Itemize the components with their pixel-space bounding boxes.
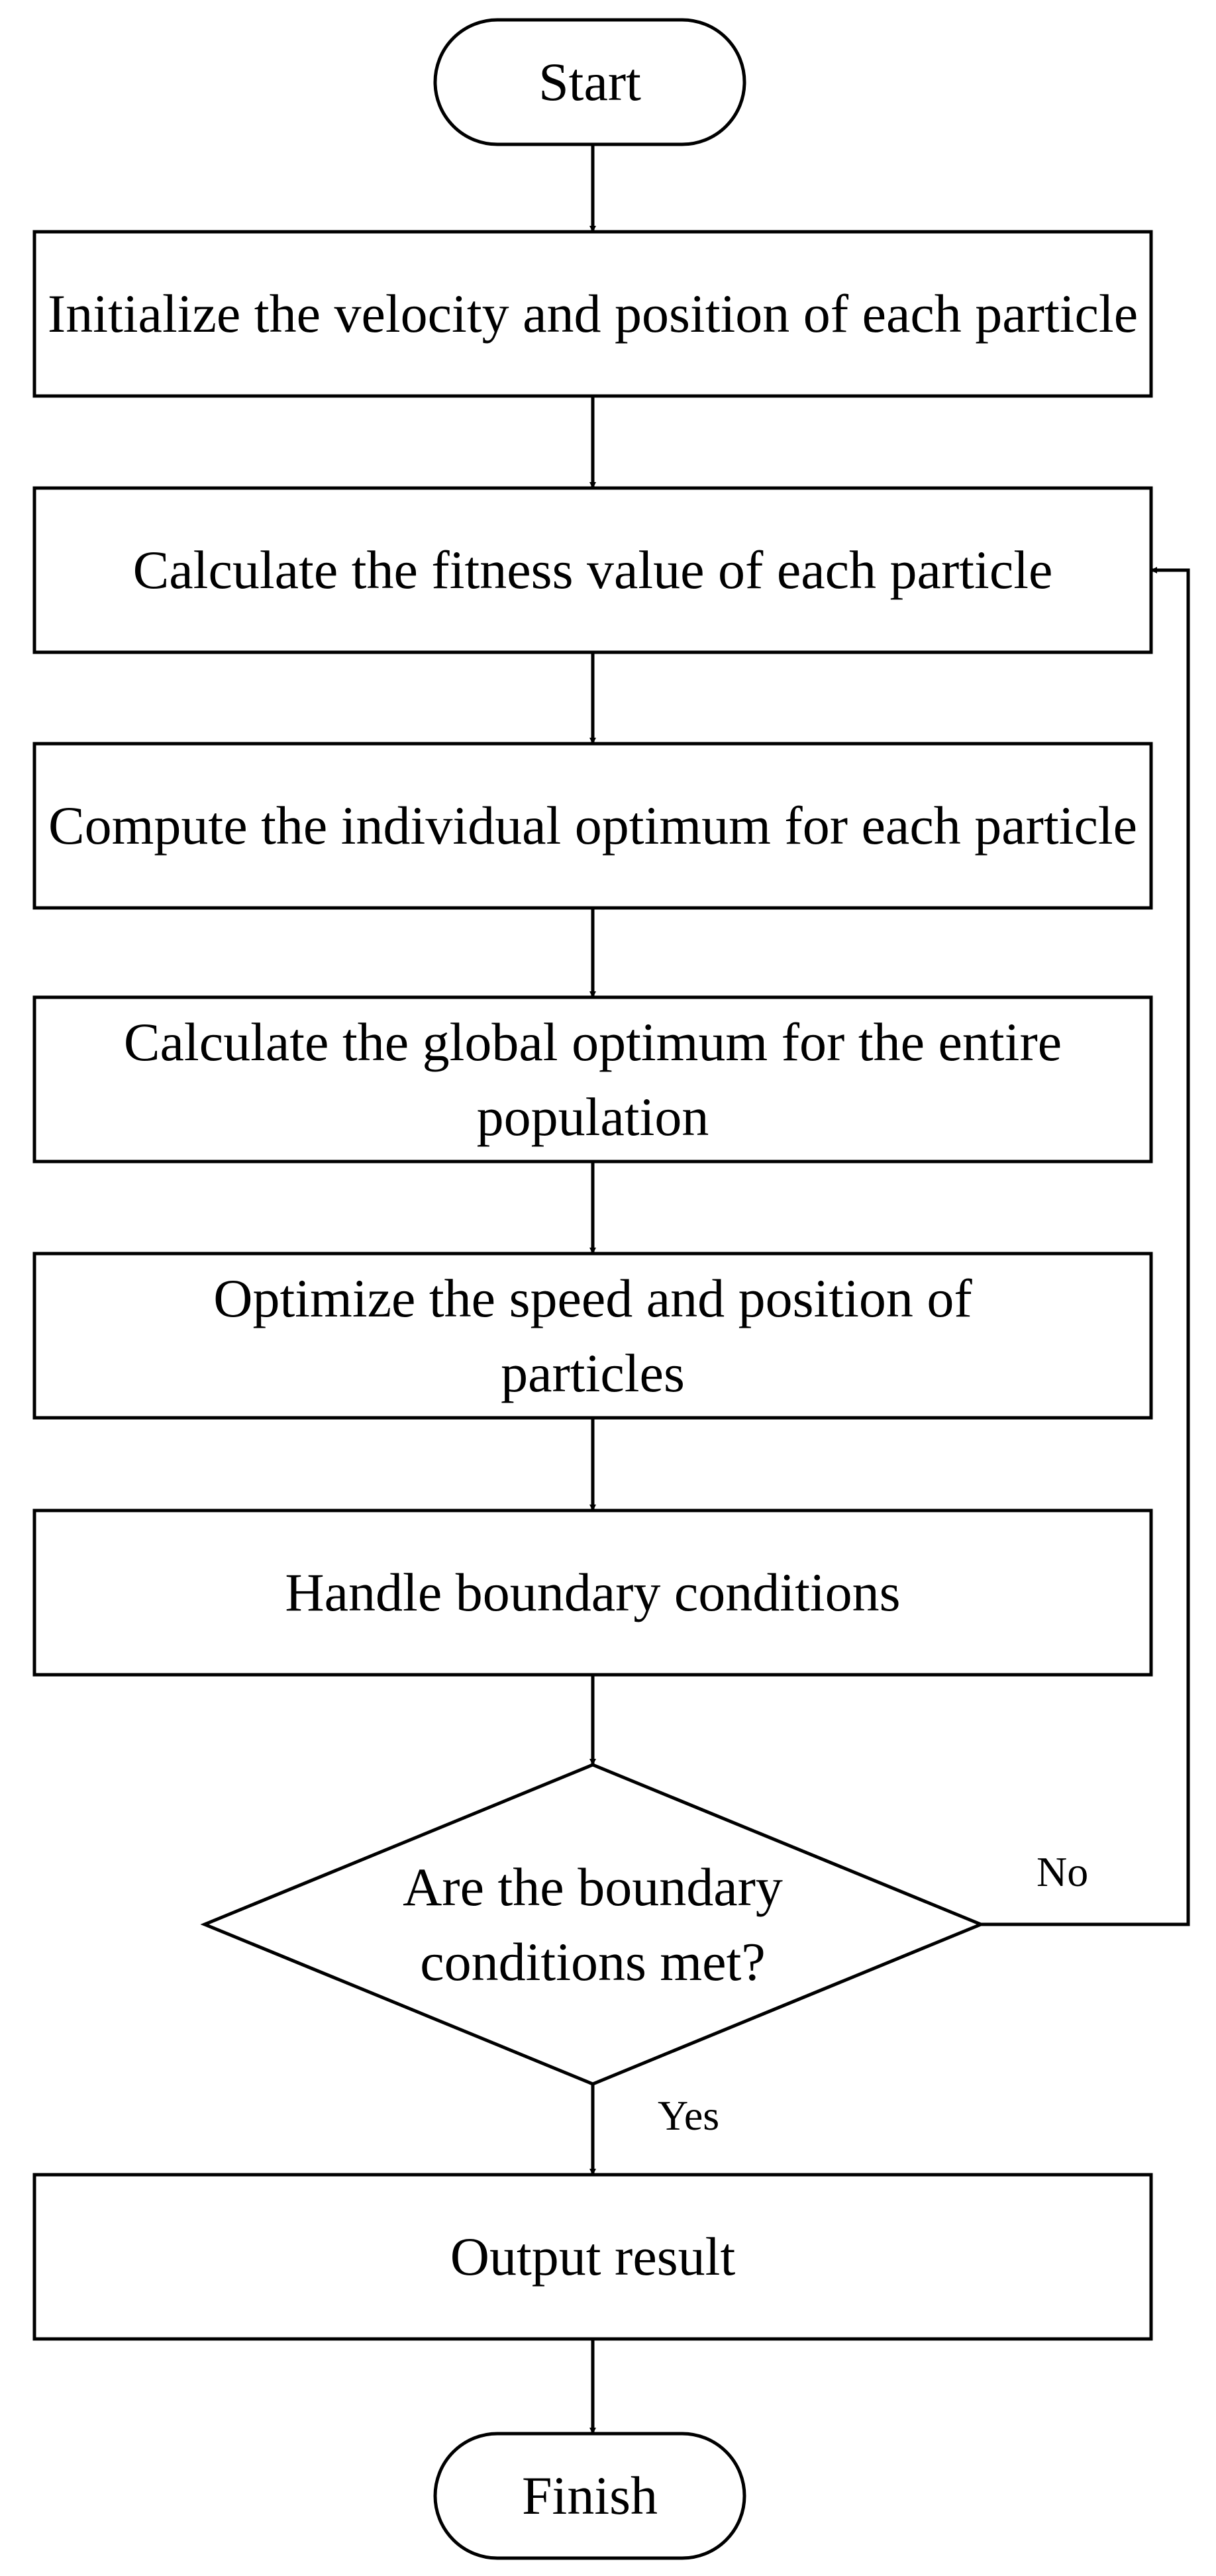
output-label: Output result (450, 2226, 736, 2287)
finish-label: Finish (521, 2465, 658, 2526)
process-box-initialize (32, 230, 1153, 398)
step-initialize-label: Initialize the velocity and position of … (47, 283, 1139, 344)
step-individual-optimum-label: Compute the individual optimum for each … (48, 795, 1138, 856)
arrow-decision-no-loop-back (981, 567, 1190, 1926)
step-boundary-label: Handle boundary conditions (285, 1562, 901, 1623)
decision-label: Are the boundary conditions met? (403, 1856, 783, 1992)
start-terminal (433, 18, 746, 146)
step-fitness-label: Calculate the fitness value of each part… (132, 540, 1053, 601)
process-box-global-optimum (32, 995, 1153, 1164)
start-label: Start (538, 52, 641, 113)
step-optimize-label: Optimize the speed and position of parti… (213, 1267, 972, 1403)
process-box-output (32, 2173, 1153, 2341)
step-global-optimum-label: Calculate the global optimum for the ent… (123, 1011, 1062, 1147)
process-box-individual-optimum (32, 742, 1153, 910)
no-label: No (1037, 1848, 1089, 1895)
yes-label: Yes (658, 2092, 720, 2139)
